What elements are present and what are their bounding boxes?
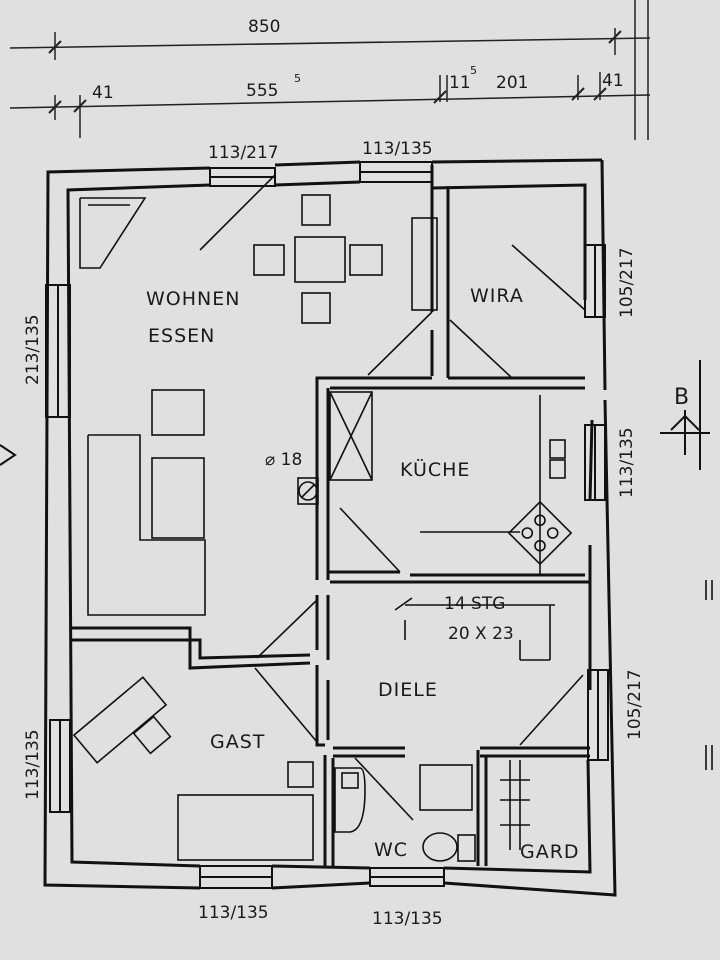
chimney-label: ⌀ 18	[265, 450, 302, 470]
stair-steps: 14 STG	[444, 594, 505, 614]
room-label-wohnen: WOHNEN	[146, 288, 240, 310]
stair-size: 20 X 23	[448, 624, 514, 644]
window-label-bottom-left: 113/135	[198, 903, 269, 923]
room-label-wira: WIRA	[470, 285, 524, 307]
dim-main-width: 555	[246, 81, 278, 101]
dim-right-offset: 41	[602, 71, 624, 91]
window-label-right-lower: 105/217	[625, 669, 645, 740]
window-label-left: 213/135	[23, 314, 43, 385]
room-label-essen: ESSEN	[148, 325, 215, 347]
room-label-diele: DIELE	[378, 679, 438, 701]
edge-marks	[705, 580, 713, 770]
outer-walls	[43, 158, 617, 897]
window-label-left-lower: 113/135	[23, 729, 43, 800]
room-label-kueche: KÜCHE	[400, 458, 470, 481]
room-label-gast: GAST	[210, 731, 265, 753]
inner-walls	[70, 165, 590, 866]
room-label-gard: GARD	[520, 841, 580, 863]
window-label-bottom-right: 113/135	[372, 909, 443, 929]
window-label-right-middle: 113/135	[617, 427, 637, 498]
dim-total-width: 850	[248, 17, 280, 37]
dimension-ticks	[48, 30, 622, 114]
dim-inner-wall-sup: 5	[470, 64, 477, 77]
dim-right-width: 201	[496, 73, 528, 93]
window-label-top-left: 113/217	[208, 143, 279, 163]
furniture	[72, 194, 573, 862]
window-label-top-right: 113/135	[362, 139, 433, 159]
section-marker-label: B	[674, 385, 689, 410]
dim-left-offset: 41	[92, 83, 114, 103]
dim-inner-wall: 11	[449, 73, 471, 93]
dim-main-width-sup: 5	[294, 72, 301, 85]
room-label-wc: WC	[374, 839, 408, 861]
dimension-lines	[9, 0, 651, 140]
section-marker	[660, 360, 710, 470]
window-label-right-top: 105/217	[617, 247, 637, 318]
door-swings	[199, 174, 586, 821]
